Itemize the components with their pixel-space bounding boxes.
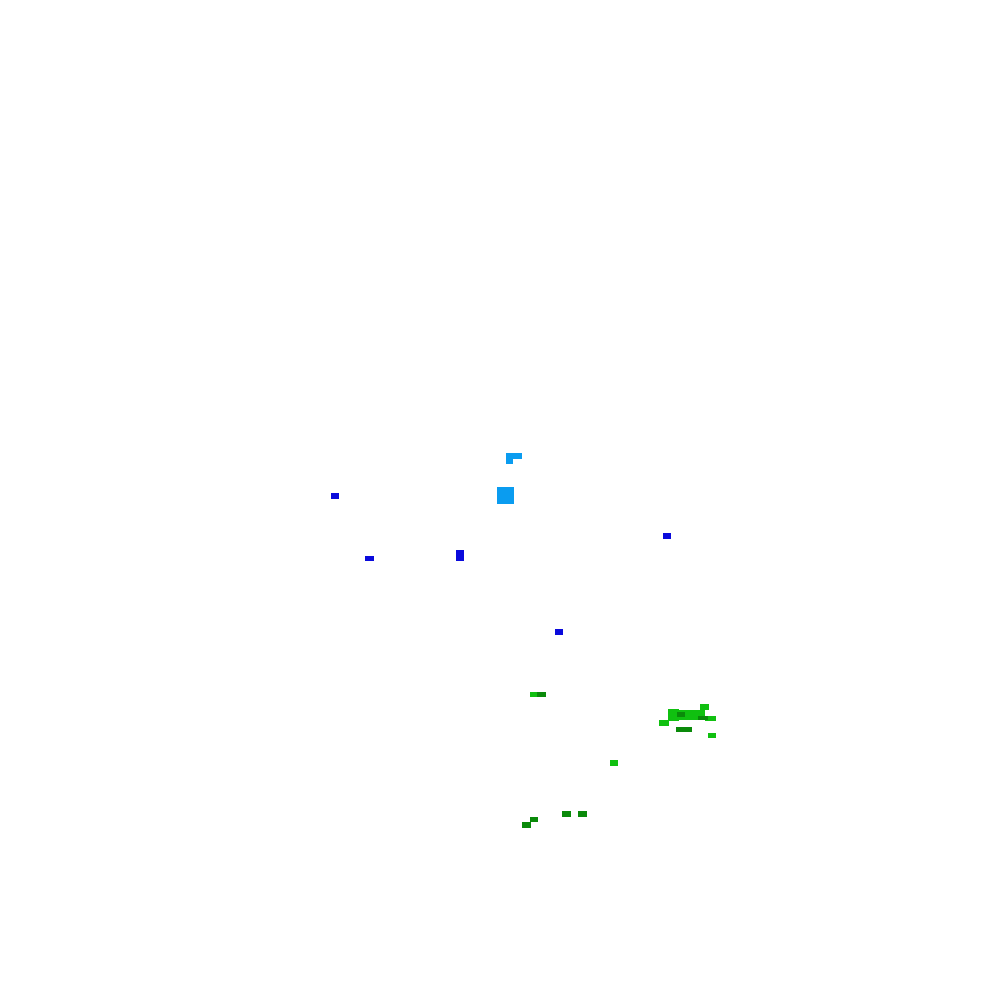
dark-green-marker	[677, 712, 685, 717]
dark-blue-marker	[663, 533, 671, 539]
dark-blue-marker	[456, 550, 464, 561]
bright-green-marker	[700, 704, 709, 710]
dark-blue-marker	[331, 493, 339, 499]
bright-green-marker	[610, 760, 618, 766]
dark-green-marker	[537, 692, 546, 697]
bright-green-marker	[675, 710, 705, 720]
dark-green-marker	[530, 817, 538, 822]
bright-green-marker	[668, 709, 679, 721]
light-blue-marker	[506, 453, 522, 459]
bright-green-marker	[659, 720, 669, 726]
bright-green-marker	[705, 716, 716, 721]
light-blue-marker	[506, 453, 513, 464]
dark-green-marker	[578, 811, 587, 817]
dark-green-marker	[522, 822, 531, 828]
light-blue-marker	[497, 487, 514, 504]
dark-green-marker	[698, 716, 708, 720]
dark-green-marker	[676, 727, 692, 732]
dark-blue-marker	[555, 629, 563, 635]
dark-green-marker	[562, 811, 571, 817]
bright-green-marker	[708, 733, 716, 738]
dark-blue-marker	[365, 556, 374, 561]
